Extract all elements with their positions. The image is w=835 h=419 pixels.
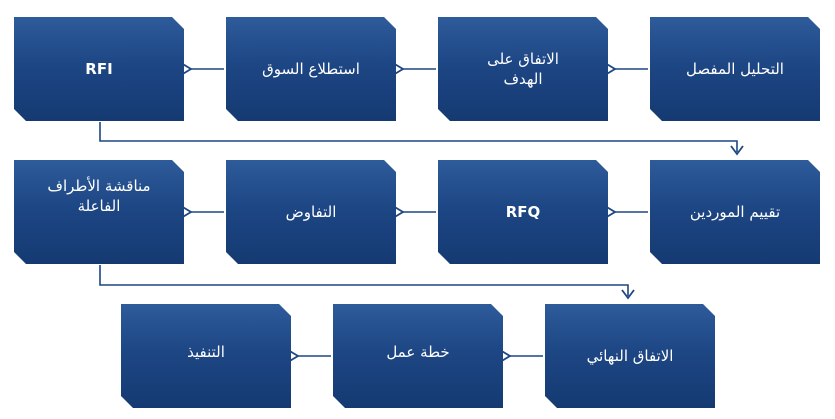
connector-s8-to-s9-head [621, 289, 635, 300]
step-label: RFQ [505, 202, 541, 221]
step-negotiation: التفاوض [226, 160, 396, 264]
connector-s4-to-s5 [99, 122, 738, 152]
step-rfi: RFI [14, 17, 184, 121]
step-label: التفاوض [285, 202, 337, 221]
step-label: خطة عمل [386, 343, 450, 361]
step-label: الاتفاق النهائي [586, 346, 674, 365]
step-label: تقييم الموردين [689, 202, 781, 221]
step-label: التنفيذ [187, 343, 225, 361]
step-rfq: RFQ [438, 160, 608, 264]
step-label: استطلاع السوق [262, 59, 360, 78]
step-label: مناقشة الأطراف الفاعلة [47, 177, 151, 216]
step-label: الاتفاق على الهدف [487, 49, 559, 88]
step-label: RFI [85, 59, 113, 78]
connector-s8-to-s9 [99, 265, 629, 296]
step-action-plan: خطة عمل [333, 304, 503, 408]
step-stakeholder-discussion: مناقشة الأطراف الفاعلة [14, 160, 184, 264]
step-supplier-evaluation: تقييم الموردين [650, 160, 820, 264]
connector-s4-to-s5-head [730, 145, 744, 156]
step-execution: التنفيذ [121, 304, 291, 408]
step-market-survey: استطلاع السوق [226, 17, 396, 121]
step-label: التحليل المفصل [686, 59, 784, 78]
step-goal-agreement: الاتفاق على الهدف [438, 17, 608, 121]
step-final-agreement: الاتفاق النهائي [545, 304, 715, 408]
step-detailed-analysis: التحليل المفصل [650, 17, 820, 121]
